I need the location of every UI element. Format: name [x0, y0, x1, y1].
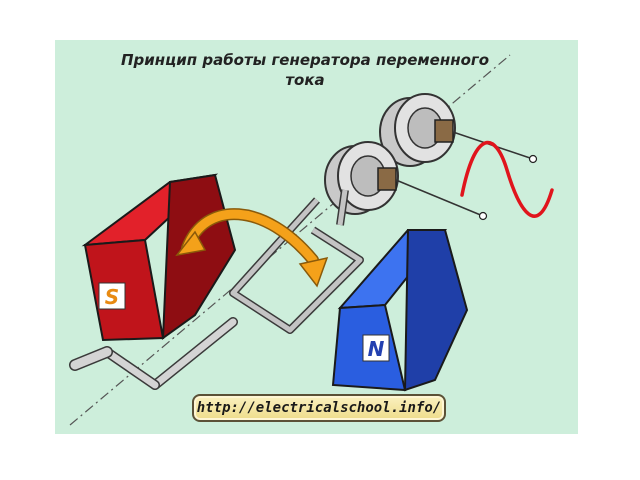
sine-wave-icon [460, 140, 554, 218]
diagram-title: Принцип работы генератора переменного то… [55, 50, 555, 90]
title-line-2: тока [285, 71, 325, 89]
brush-back [434, 119, 454, 143]
wire-loop [229, 189, 364, 334]
diagram-panel: Принцип работы генератора переменного то… [55, 40, 578, 434]
slip-ring-front [324, 141, 488, 221]
generator-scene: S N [69, 54, 554, 426]
north-label: N [368, 337, 385, 361]
title-line-1: Принцип работы генератора переменного [120, 51, 490, 69]
terminal-back [528, 154, 538, 164]
south-label: S [105, 285, 119, 309]
crank-handle-icon [69, 317, 238, 390]
north-label-box [362, 334, 390, 362]
slip-ring-back [379, 93, 538, 167]
south-magnet: S [81, 173, 237, 342]
rotation-arrow-icon [175, 208, 329, 288]
terminal-front [478, 211, 488, 221]
brush-front [377, 167, 397, 191]
north-magnet: N [331, 229, 469, 392]
source-url-badge: http://electricalschool.info/ [192, 394, 446, 422]
south-label-box [98, 282, 126, 310]
